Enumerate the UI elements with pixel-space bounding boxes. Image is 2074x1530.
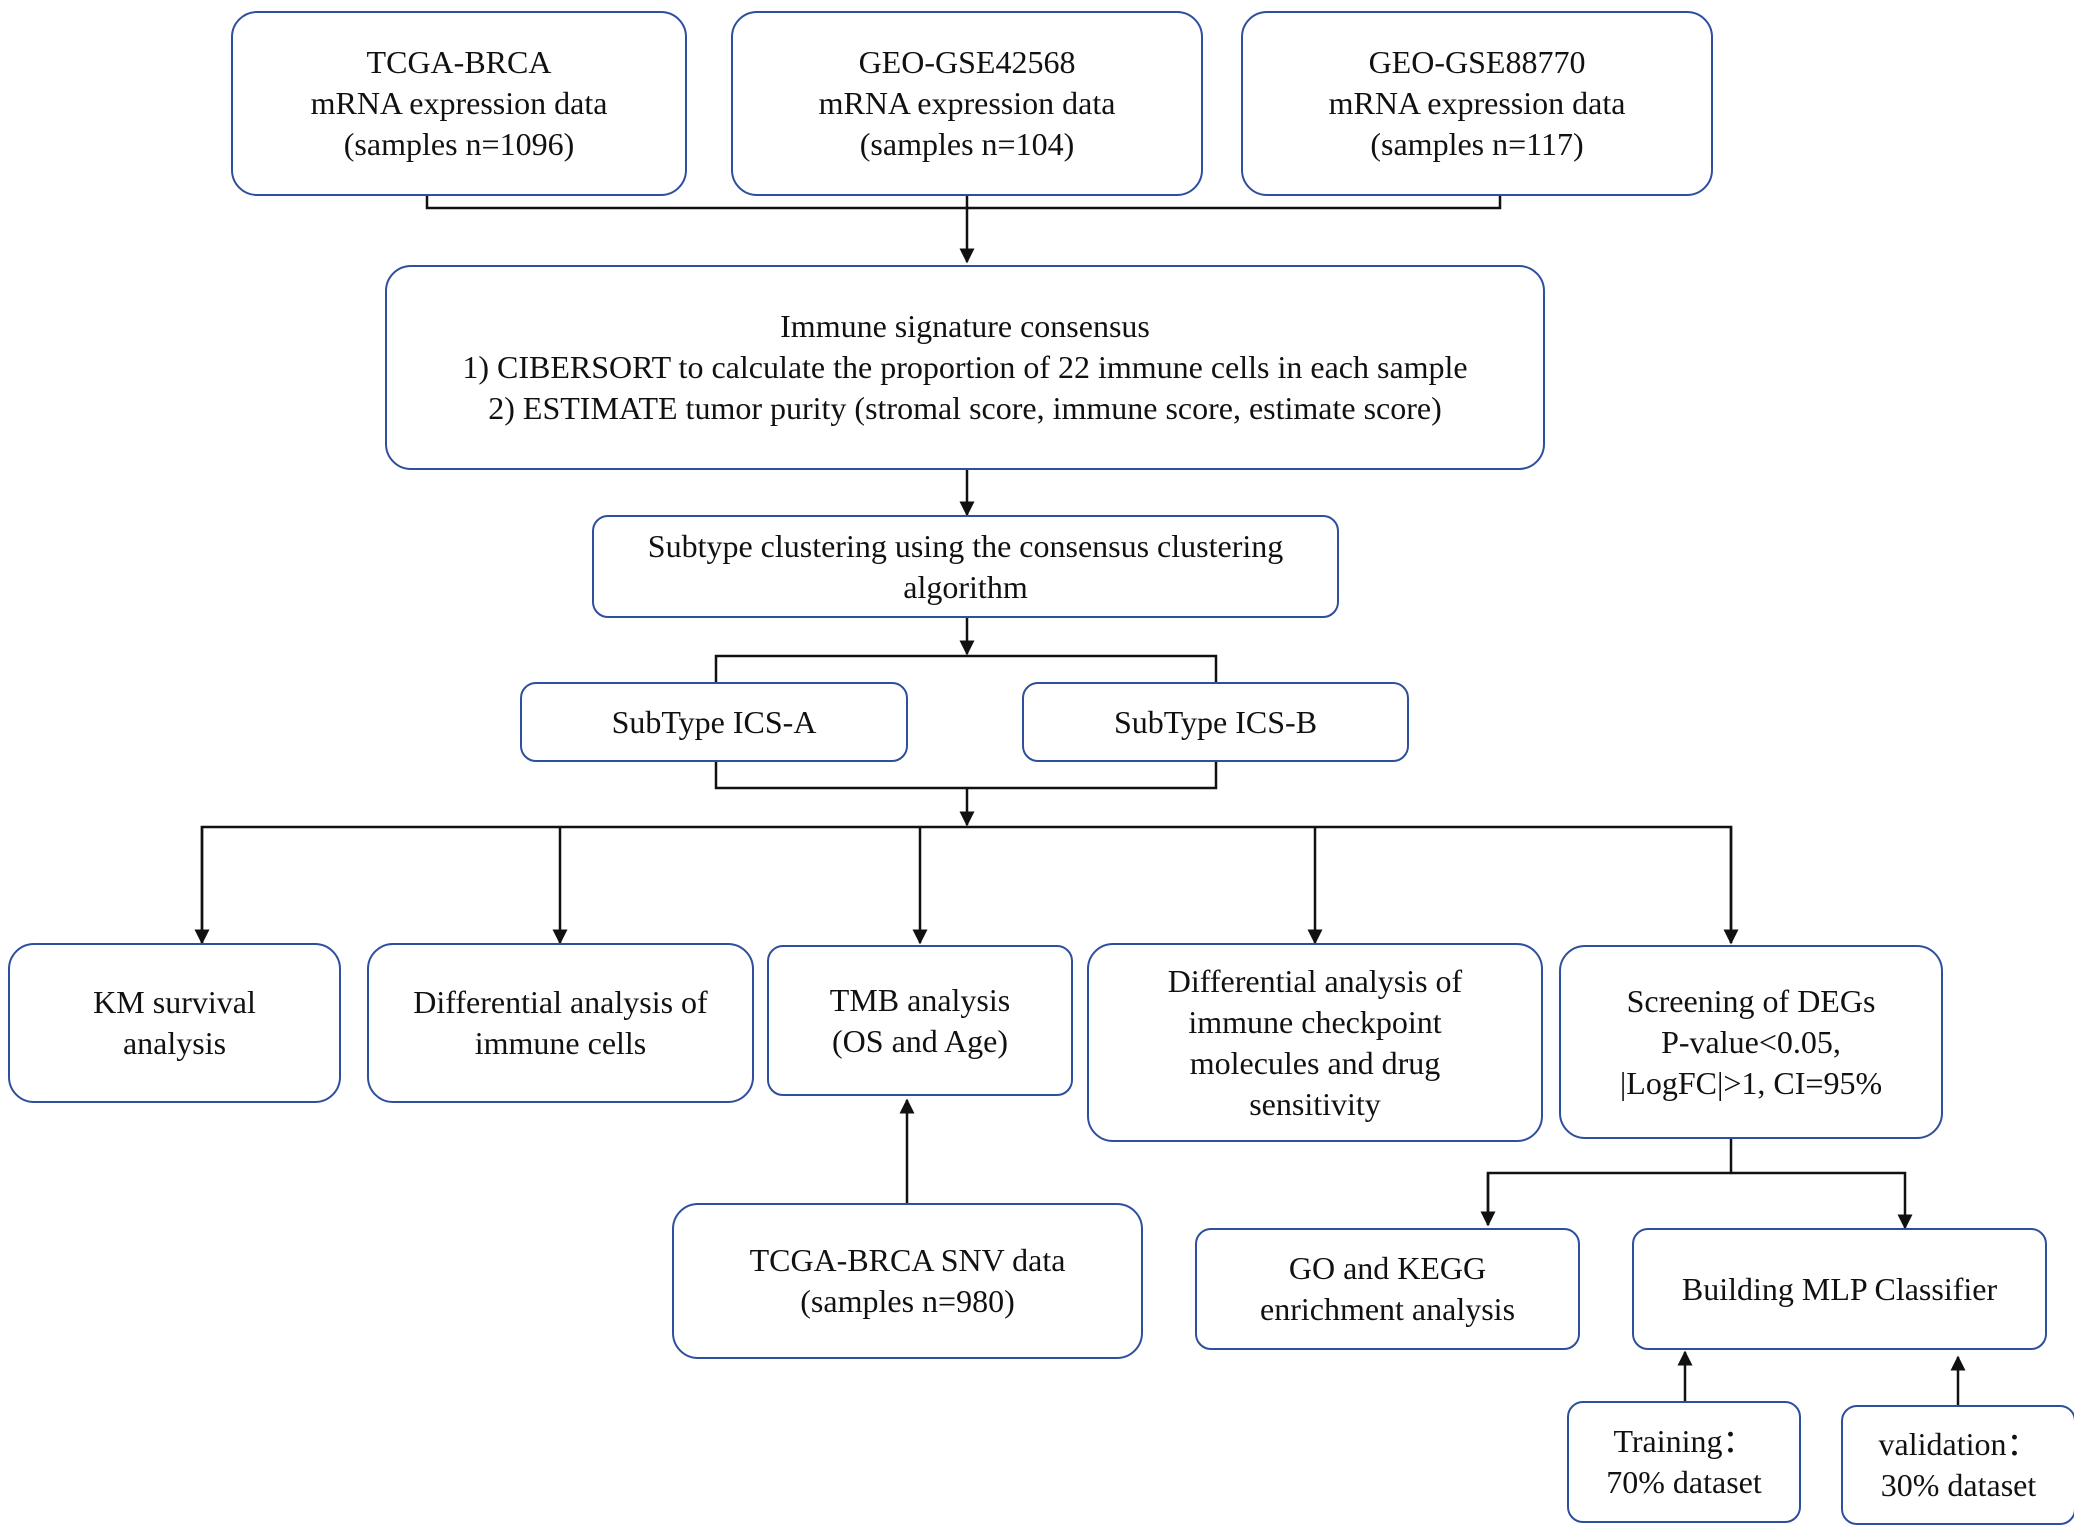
box-line: validation： xyxy=(1878,1426,2039,1462)
box-line: GEO-GSE42568 xyxy=(858,44,1076,80)
box-line: (samples n=104) xyxy=(859,126,1075,162)
box-line: mRNA expression data xyxy=(818,85,1116,121)
box-line: enrichment analysis xyxy=(1259,1291,1516,1327)
gse88770-mrna-box: GEO-GSE88770 mRNA expression data (sampl… xyxy=(1241,11,1713,196)
box-line: (samples n=980) xyxy=(800,1283,1015,1319)
box-line: (samples n=1096) xyxy=(343,126,575,162)
box-line: Differential analysis of xyxy=(413,984,708,1020)
box-line: Building MLP Classifier xyxy=(1681,1270,1998,1307)
branch-degs-line xyxy=(1486,1139,1733,1225)
box-line: TCGA-BRCA SNV data xyxy=(749,1242,1066,1278)
box-line: mRNA expression data xyxy=(310,85,608,121)
tcga-brca-snv-box: TCGA-BRCA SNV data (samples n=980) xyxy=(672,1203,1143,1359)
validation-dataset-box: validation： 30% dataset xyxy=(1841,1405,2074,1525)
box-line: Screening of DEGs xyxy=(1626,982,1876,1019)
training-dataset-box: Training： 70% dataset xyxy=(1567,1401,1801,1523)
box-line: P-value<0.05, xyxy=(1661,1023,1841,1060)
gse42568-mrna-box: GEO-GSE42568 mRNA expression data (sampl… xyxy=(731,11,1203,196)
split-subtypes-line xyxy=(714,654,1218,682)
mlp-classifier-box: Building MLP Classifier xyxy=(1632,1228,2047,1350)
box-line: 2) ESTIMATE tumor purity (stromal score,… xyxy=(488,390,1442,426)
box-line: GEO-GSE88770 xyxy=(1368,44,1586,80)
tcga-brca-mrna-box: TCGA-BRCA mRNA expression data (samples … xyxy=(231,11,687,196)
box-line: algorithm xyxy=(903,568,1028,605)
merge-subtypes-line xyxy=(714,762,1218,790)
box-line: sensitivity xyxy=(1249,1085,1381,1122)
degs-screening-box: Screening of DEGs P-value<0.05, |LogFC|>… xyxy=(1559,945,1943,1139)
box-line: (OS and Age) xyxy=(832,1022,1008,1059)
box-line: Differential analysis of xyxy=(1167,962,1463,999)
box-line: (samples n=117) xyxy=(1370,126,1584,162)
box-line: Subtype clustering using the consensus c… xyxy=(647,527,1284,564)
box-line: 30% dataset xyxy=(1880,1467,2037,1503)
tmb-analysis-box: TMB analysis (OS and Age) xyxy=(767,945,1073,1096)
subtype-ics-b-box: SubType ICS-B xyxy=(1022,682,1409,762)
box-line: mRNA expression data xyxy=(1328,85,1626,121)
box-line: SubType ICS-A xyxy=(611,703,817,740)
km-survival-box: KM survival analysis xyxy=(8,943,341,1103)
box-line: Training： xyxy=(1613,1423,1755,1459)
box-line: molecules and drug xyxy=(1189,1044,1441,1081)
box-line: TMB analysis xyxy=(829,981,1011,1018)
box-line: GO and KEGG xyxy=(1288,1250,1487,1286)
subtype-clustering-box: Subtype clustering using the consensus c… xyxy=(592,515,1339,618)
box-line: KM survival xyxy=(93,984,256,1020)
go-kegg-enrichment-box: GO and KEGG enrichment analysis xyxy=(1195,1228,1580,1350)
box-line: immune cells xyxy=(474,1025,647,1061)
box-line: immune checkpoint xyxy=(1188,1003,1442,1040)
subtype-ics-a-box: SubType ICS-A xyxy=(520,682,908,762)
immune-signature-consensus-box: Immune signature consensus 1) CIBERSORT … xyxy=(385,265,1545,470)
box-line: SubType ICS-B xyxy=(1113,703,1318,740)
box-line: |LogFC|>1, CI=95% xyxy=(1619,1064,1883,1101)
box-line: analysis xyxy=(122,1025,227,1061)
arrow-to-mlp xyxy=(1731,1171,1913,1230)
box-line: Immune signature consensus xyxy=(780,308,1150,344)
box-line: TCGA-BRCA xyxy=(366,44,552,80)
box-line: 1) CIBERSORT to calculate the proportion… xyxy=(462,349,1468,385)
diff-immune-cells-box: Differential analysis of immune cells xyxy=(367,943,754,1103)
box-line: 70% dataset xyxy=(1606,1464,1762,1500)
branch-analyses-line xyxy=(200,825,1733,943)
merge-sources-line xyxy=(425,196,1502,210)
checkpoint-drug-sensitivity-box: Differential analysis of immune checkpoi… xyxy=(1087,943,1543,1142)
